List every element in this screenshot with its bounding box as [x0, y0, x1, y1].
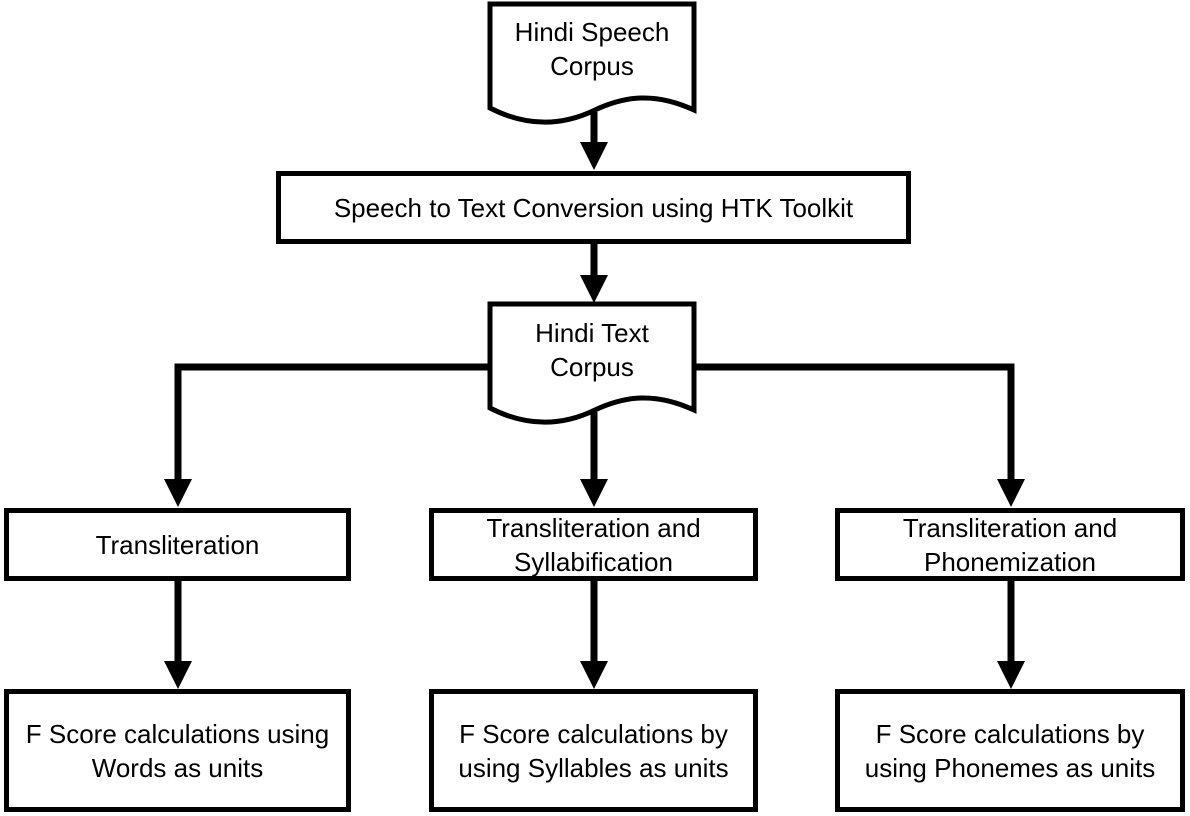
node-label-line2: Syllabification: [514, 546, 673, 577]
arrowhead-syllabification: [580, 479, 608, 507]
hindi-speech-corpus-node: Hindi Speech Corpus: [492, 15, 692, 85]
text-corpus-document-shape: [487, 301, 697, 425]
fscore-phonemes-node: F Score calculations by using Phonemes a…: [835, 689, 1185, 812]
fscore-words-node: F Score calculations using Words as unit…: [4, 689, 351, 812]
node-label-line2: Words as units: [91, 752, 264, 783]
arrowhead-text-corpus: [580, 275, 608, 303]
arrowhead-conversion: [580, 142, 608, 170]
arrowhead-fscore-words: [164, 661, 192, 689]
node-label-line1: F Score calculations by: [459, 718, 728, 749]
transliteration-phonemization-node: Transliteration and Phonemization: [835, 508, 1185, 581]
transliteration-node: Transliteration: [4, 508, 351, 581]
arrowhead-fscore-phonemes: [997, 661, 1025, 689]
arrowhead-phonemization: [997, 479, 1025, 507]
transliteration-syllabification-node: Transliteration and Syllabification: [429, 508, 758, 581]
node-label-line2: Corpus: [550, 352, 634, 382]
node-label-line1: F Score calculations by: [875, 718, 1145, 749]
node-label-line1: F Score calculations using: [25, 718, 330, 749]
node-label-line1: Transliteration: [95, 529, 260, 560]
arrow-text-corpus-to-phonemization: [694, 363, 1015, 480]
speech-to-text-conversion-node: Speech to Text Conversion using HTK Tool…: [276, 171, 911, 244]
node-label-line1: Hindi Speech: [514, 17, 670, 47]
fscore-syllables-node: F Score calculations by using Syllables …: [429, 689, 758, 812]
arrow-text-corpus-to-transliteration: [174, 363, 490, 480]
hindi-text-corpus-node: Hindi Text Corpus: [492, 316, 692, 386]
node-label-line1: Speech to Text Conversion using HTK Tool…: [333, 192, 854, 223]
arrowhead-fscore-syllables: [580, 661, 608, 689]
node-label-line1: Transliteration and: [902, 512, 1118, 543]
node-label-line2: using Phonemes as units: [864, 752, 1156, 783]
node-label-line2: using Syllables as units: [458, 752, 729, 783]
node-label-line2: Corpus: [550, 51, 634, 81]
arrowhead-transliteration: [164, 479, 192, 507]
node-label-line2: Phonemization: [924, 546, 1096, 577]
speech-corpus-document-shape: [487, 1, 697, 125]
node-label-line1: Transliteration and: [486, 512, 701, 543]
node-label-line1: Hindi Text: [535, 318, 649, 348]
